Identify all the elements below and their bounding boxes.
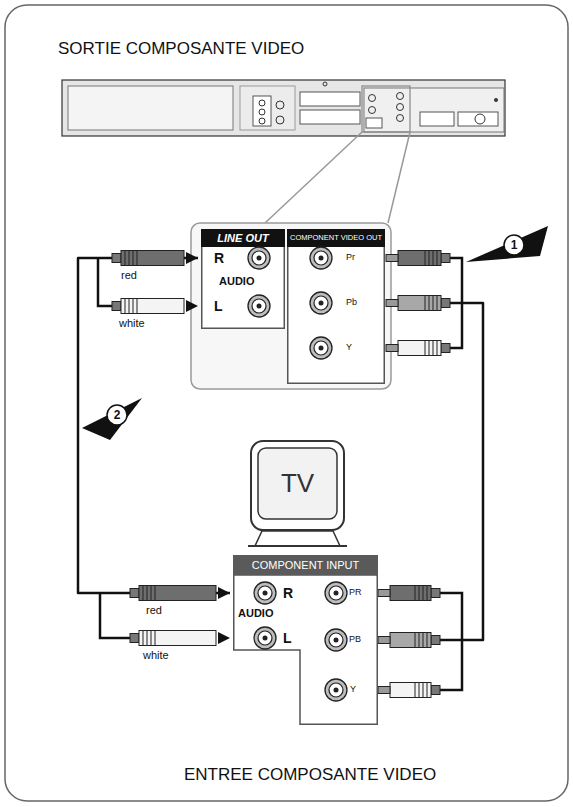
node-text: COMPONENT INPUT	[230, 555, 381, 575]
jack-label: white	[143, 650, 169, 661]
cable-line	[381, 303, 483, 640]
jack-label: Pb	[346, 298, 357, 307]
arrow-head	[186, 252, 198, 264]
jack-label: Y	[350, 685, 356, 694]
jack-label: R	[283, 586, 293, 600]
jack-label: R	[214, 251, 224, 265]
node-text: TV	[258, 448, 337, 519]
diagram-caption: ENTREE COMPOSANTE VIDEO	[184, 766, 436, 783]
arrow-head	[218, 587, 230, 599]
component-out-panel: COMPONENT VIDEO OUT	[284, 229, 388, 384]
diagram-title: SORTIE COMPOSANTE VIDEO	[58, 40, 304, 57]
callout-marker	[466, 226, 548, 262]
node-text: COMPONENT VIDEO OUT	[284, 229, 388, 247]
jack-label: red	[121, 270, 137, 281]
node-text: LINE OUT	[198, 229, 288, 247]
callout-number: 2	[108, 408, 126, 422]
jack-label: AUDIO	[238, 608, 273, 619]
jack-label: L	[214, 299, 223, 313]
jack-label: red	[146, 605, 162, 616]
jack-label: white	[119, 318, 145, 329]
page-frame	[5, 5, 568, 801]
vcr-rear-panel	[62, 80, 505, 223]
tv-stand	[248, 531, 347, 546]
cable-connector	[381, 303, 483, 640]
jack-label: AUDIO	[219, 276, 254, 287]
jack-label: PR	[349, 588, 362, 597]
jack-label: Pr	[346, 253, 355, 262]
jack-label: Y	[346, 343, 352, 352]
node-outline	[284, 229, 388, 384]
callout-marker	[82, 398, 142, 440]
jack-label: L	[283, 631, 292, 645]
callout-number: 1	[505, 238, 523, 252]
jack-label: PB	[349, 635, 361, 644]
tv-set: TV	[250, 440, 345, 531]
zoom-frame	[191, 223, 391, 389]
